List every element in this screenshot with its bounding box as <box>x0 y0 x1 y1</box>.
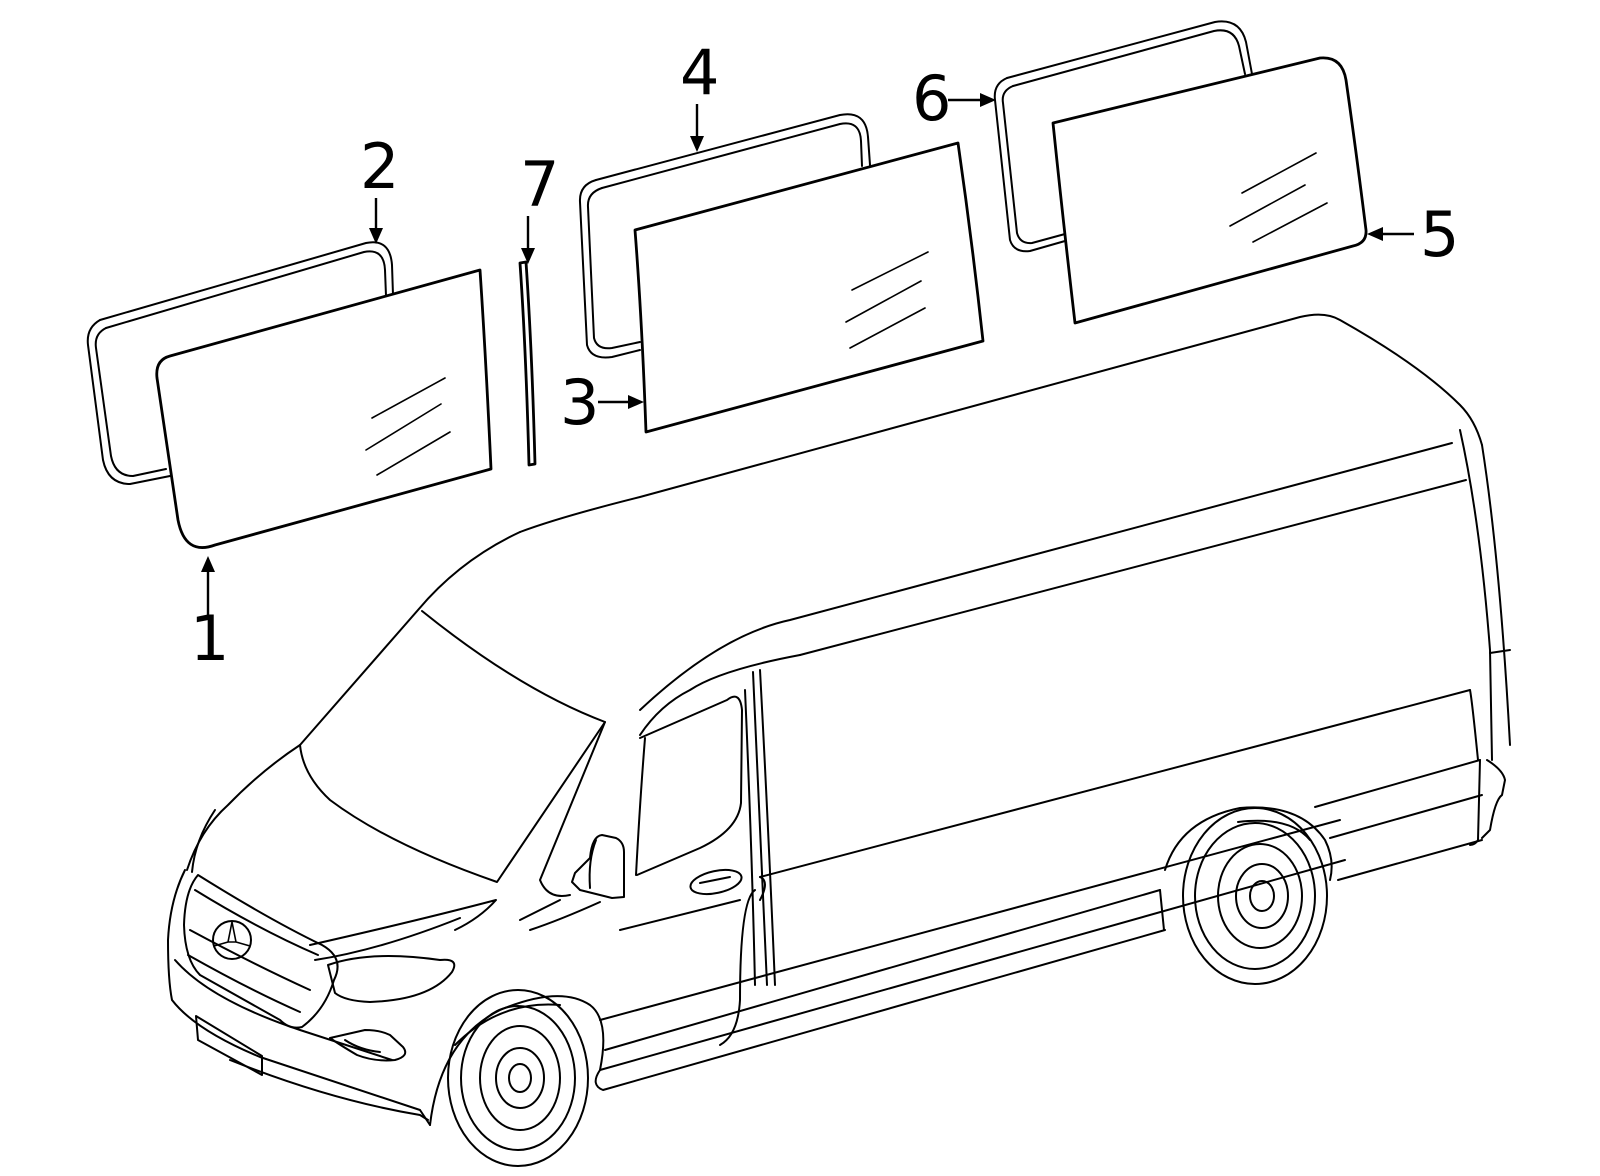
van-illustration <box>167 313 1511 1167</box>
callout-label-4: 4 <box>680 36 719 109</box>
part-6-window-seal <box>993 20 1253 253</box>
callout-3: 3 <box>560 366 644 439</box>
callout-label-6: 6 <box>912 62 951 135</box>
callout-4: 4 <box>680 36 719 152</box>
callout-5: 5 <box>1367 198 1459 271</box>
part-5-window-glass <box>1051 56 1368 325</box>
part-7-trim-strip <box>518 260 537 467</box>
callout-1: 1 <box>190 556 229 675</box>
callout-2: 2 <box>360 130 399 244</box>
part-2-window-seal <box>86 241 394 485</box>
callout-label-3: 3 <box>560 366 599 439</box>
callout-label-7: 7 <box>520 148 559 221</box>
callout-label-5: 5 <box>1420 198 1459 271</box>
callout-7: 7 <box>520 148 559 264</box>
part-3-window-glass <box>633 141 985 434</box>
part-4-window-seal <box>578 113 871 359</box>
part-1-window-glass <box>155 268 493 549</box>
callout-6: 6 <box>912 62 996 135</box>
callout-label-2: 2 <box>360 130 399 203</box>
callout-label-1: 1 <box>190 602 229 675</box>
